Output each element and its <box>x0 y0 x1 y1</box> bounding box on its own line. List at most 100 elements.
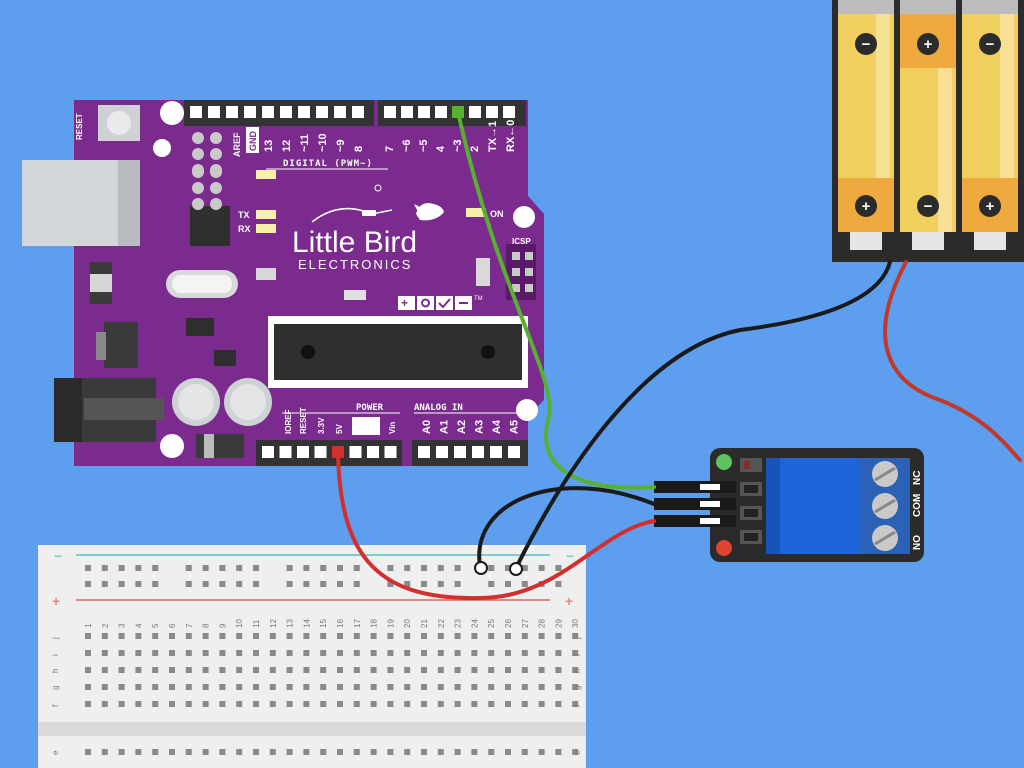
breadboard-hole <box>185 650 192 656</box>
breadboard-hole <box>521 684 528 690</box>
breadboard-hole <box>169 633 175 639</box>
breadboard-hole <box>202 650 209 656</box>
column-label: 21 <box>420 619 429 628</box>
icsp-pin <box>192 148 204 160</box>
breadboard-hole <box>337 701 343 707</box>
breadboard-hole <box>152 667 159 673</box>
breadboard-hole <box>505 633 511 639</box>
breadboard-hole <box>521 650 528 656</box>
battery-polarity-label: − <box>862 36 871 53</box>
breadboard-hole <box>337 749 343 755</box>
breadboard-hole <box>454 684 461 690</box>
column-label: 18 <box>370 619 379 628</box>
plus-terminal-icon <box>979 195 1001 217</box>
breadboard-hole <box>286 701 293 707</box>
digital-pin-label: 4 <box>435 145 447 152</box>
breadboard-hole <box>387 633 394 639</box>
header-pin <box>401 106 413 118</box>
breadboard-hole <box>85 633 91 639</box>
header-pin <box>262 446 274 458</box>
breadboard-hole <box>135 633 142 639</box>
breadboard-hole <box>337 633 343 639</box>
column-label: 29 <box>554 619 563 628</box>
header-pin <box>367 446 379 458</box>
breadboard-hole <box>101 684 108 690</box>
battery-polarity-label: − <box>924 198 933 215</box>
breadboard-hole <box>286 650 293 656</box>
breadboard-hole <box>572 650 579 656</box>
row-label: j <box>51 637 60 640</box>
breadboard-hole <box>572 749 579 755</box>
row-label: g <box>51 686 60 690</box>
breadboard-hole <box>555 684 562 690</box>
breadboard-hole <box>488 650 495 656</box>
breadboard-hole <box>202 701 209 707</box>
regulator-tab <box>96 332 106 360</box>
small-chip <box>214 350 236 366</box>
header-pin <box>334 106 346 118</box>
breadboard-hole <box>555 701 562 707</box>
column-label: 25 <box>487 619 496 628</box>
breadboard-hole <box>370 633 377 639</box>
digital-pin-label: 12 <box>281 140 293 152</box>
mounting-hole <box>516 399 538 421</box>
row-label: f <box>573 704 582 707</box>
column-label: 19 <box>386 619 395 628</box>
relay-small-components <box>740 458 762 544</box>
breadboard-hole <box>387 684 394 690</box>
header-pin <box>418 446 430 458</box>
rail-minus-right: − <box>566 548 574 564</box>
breadboard-hole <box>236 667 243 673</box>
rail-plus-left: + <box>52 593 60 609</box>
icsp-pin <box>210 198 222 210</box>
header-pin <box>472 446 484 458</box>
header-pin <box>490 446 502 458</box>
breadboard-hole <box>185 581 192 587</box>
breadboard-hole <box>521 633 528 639</box>
breadboard-hole <box>538 650 545 656</box>
breadboard-hole <box>437 650 444 656</box>
digital-label: DIGITAL (PWM~) <box>283 159 373 169</box>
breadboard-hole <box>320 667 327 673</box>
breadboard-hole <box>303 684 310 690</box>
breadboard-hole <box>471 667 478 673</box>
minus-terminal-icon <box>917 195 939 217</box>
digital-pin-label: ~3 <box>452 139 464 152</box>
minus-terminal-icon <box>855 33 877 55</box>
icsp-pin <box>210 148 222 160</box>
breadboard-hole <box>404 565 411 571</box>
breadboard-hole <box>572 633 579 639</box>
breadboard-hole <box>538 633 545 639</box>
capacitor-top <box>178 384 214 420</box>
icsp-pin <box>512 268 520 276</box>
breadboard-hole <box>152 565 159 571</box>
breadboard-hole <box>404 684 411 690</box>
reset-button-cap <box>107 111 131 135</box>
icsp-pin <box>192 182 204 194</box>
breadboard-hole <box>521 581 528 587</box>
digital-pin-label: 2 <box>469 146 481 152</box>
breadboard-hole <box>454 667 461 673</box>
breadboard-hole <box>454 650 461 656</box>
brand-subtitle: ELECTRONICS <box>298 257 412 272</box>
power-pin-label: Vin <box>388 422 397 434</box>
breadboard-hole <box>253 684 259 690</box>
breadboard-hole <box>101 565 108 571</box>
power-label: POWER <box>356 403 384 413</box>
breadboard-hole <box>118 684 125 690</box>
icsp-label: ICSP <box>512 237 531 246</box>
power-jack-face <box>54 378 82 442</box>
breadboard-hole <box>454 749 461 755</box>
breadboard-hole <box>538 667 545 673</box>
header-pin <box>297 446 309 458</box>
power-jack-slot <box>84 398 164 420</box>
breadboard-hole <box>471 633 478 639</box>
small-component-band <box>90 274 112 292</box>
breadboard-hole <box>101 667 108 673</box>
row-label: f <box>51 704 60 707</box>
tx-led <box>256 210 276 219</box>
rx-label: RX <box>238 224 251 234</box>
breadboard-hole <box>101 581 108 587</box>
